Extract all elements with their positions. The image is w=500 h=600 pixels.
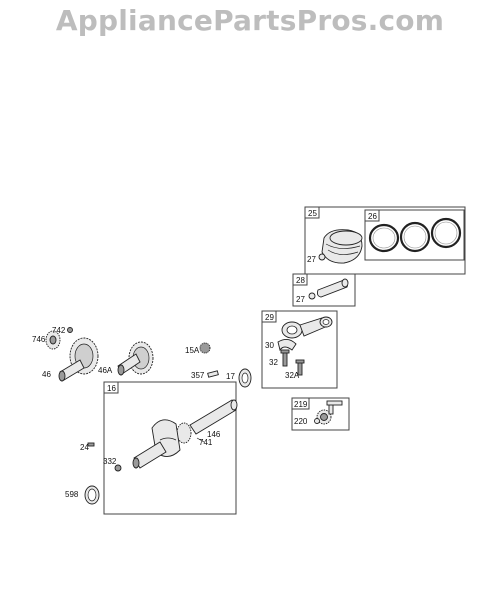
callout-146: 146 (207, 430, 221, 439)
wrist-pin-icon (316, 278, 349, 298)
rod-cap-icon (277, 339, 297, 352)
camshaft-alt-gear-icon (117, 341, 154, 376)
callout-29: 29 (265, 313, 274, 322)
piston-assembly-box (304, 206, 466, 275)
piston-rings-tab (364, 209, 380, 222)
piston-rings-group[interactable]: 26 (364, 209, 465, 261)
compression-release-group[interactable]: 15A (185, 342, 211, 355)
callout-27-piston: 27 (307, 255, 316, 264)
key-icon (67, 327, 73, 333)
piston-pin-group[interactable]: 28 27 (292, 273, 356, 307)
release-gear-icon (199, 342, 211, 354)
callout-741: 741 (199, 438, 213, 447)
callout-28: 28 (296, 276, 305, 285)
callout-30: 30 (265, 341, 274, 350)
washer-icon (314, 418, 320, 424)
callout-742: 742 (52, 326, 66, 335)
piston-rings-box (364, 209, 465, 261)
small-gear-hub-icon (49, 335, 57, 345)
leader-line (196, 437, 205, 443)
governor-box (291, 397, 350, 431)
crank-gear-small-group[interactable]: 742 746 (32, 326, 73, 350)
pin-clip-icon (308, 292, 316, 300)
camshaft-group[interactable]: 46 (42, 337, 99, 382)
connecting-rod-tab (261, 310, 277, 323)
rod-bolt-icon (280, 349, 290, 367)
rod-bolt-icon (295, 359, 305, 376)
governor-gear-icon (316, 400, 343, 425)
callout-220: 220 (294, 417, 308, 426)
seal-598-group[interactable]: 598 (65, 485, 100, 505)
callout-32: 32 (269, 358, 278, 367)
piston-ring-icon (368, 223, 400, 253)
callout-46: 46 (42, 370, 51, 379)
crankshaft-tab (103, 381, 119, 394)
callout-17: 17 (226, 372, 235, 381)
connecting-rod-group[interactable]: 29 30 32 32A (261, 310, 338, 389)
piston-pin-box (292, 273, 356, 307)
connecting-rod-box (261, 310, 338, 389)
governor-tab (291, 397, 310, 410)
piston-icon (321, 229, 363, 264)
callout-26: 26 (368, 212, 377, 221)
crankshaft-icon (132, 399, 238, 469)
oil-seal-bore-icon (241, 372, 249, 384)
callout-598: 598 (65, 490, 79, 499)
crank-bolt-icon (114, 464, 122, 472)
woodruff-key-icon (207, 370, 219, 378)
callout-16: 16 (107, 384, 116, 393)
crankshaft-group[interactable]: 16 146 741 24 332 (80, 381, 238, 515)
piston-assembly-tab (304, 206, 320, 219)
governor-group[interactable]: 219 220 (291, 397, 350, 431)
piston-ring-icon (430, 217, 462, 249)
callout-332: 332 (103, 457, 117, 466)
camshaft-gear-icon (58, 337, 99, 382)
oil-seal-group[interactable]: 17 (226, 368, 252, 388)
callout-746: 746 (32, 335, 46, 344)
dowel-pin-icon (87, 442, 95, 447)
callout-24: 24 (80, 443, 89, 452)
piston-pin-tab (292, 273, 308, 286)
crankshaft-box (103, 381, 237, 515)
callout-27-pin: 27 (296, 295, 305, 304)
callout-25: 25 (308, 209, 317, 218)
callout-46A: 46A (98, 366, 113, 375)
callout-15A: 15A (185, 346, 200, 355)
piston-assembly-group[interactable]: 25 27 (304, 206, 466, 275)
seal-ring-bore-icon (87, 488, 97, 502)
camshaft-alt-group[interactable]: 46A (98, 341, 154, 376)
key-357-group[interactable]: 357 (191, 370, 219, 380)
piston-ring-icon (399, 221, 431, 253)
callout-32A: 32A (285, 371, 300, 380)
callout-357: 357 (191, 371, 205, 380)
piston-pin-clip-icon (318, 253, 326, 261)
site-watermark: AppliancePartsPros.com (55, 4, 445, 37)
connecting-rod-icon (281, 316, 333, 339)
callout-219: 219 (294, 400, 308, 409)
